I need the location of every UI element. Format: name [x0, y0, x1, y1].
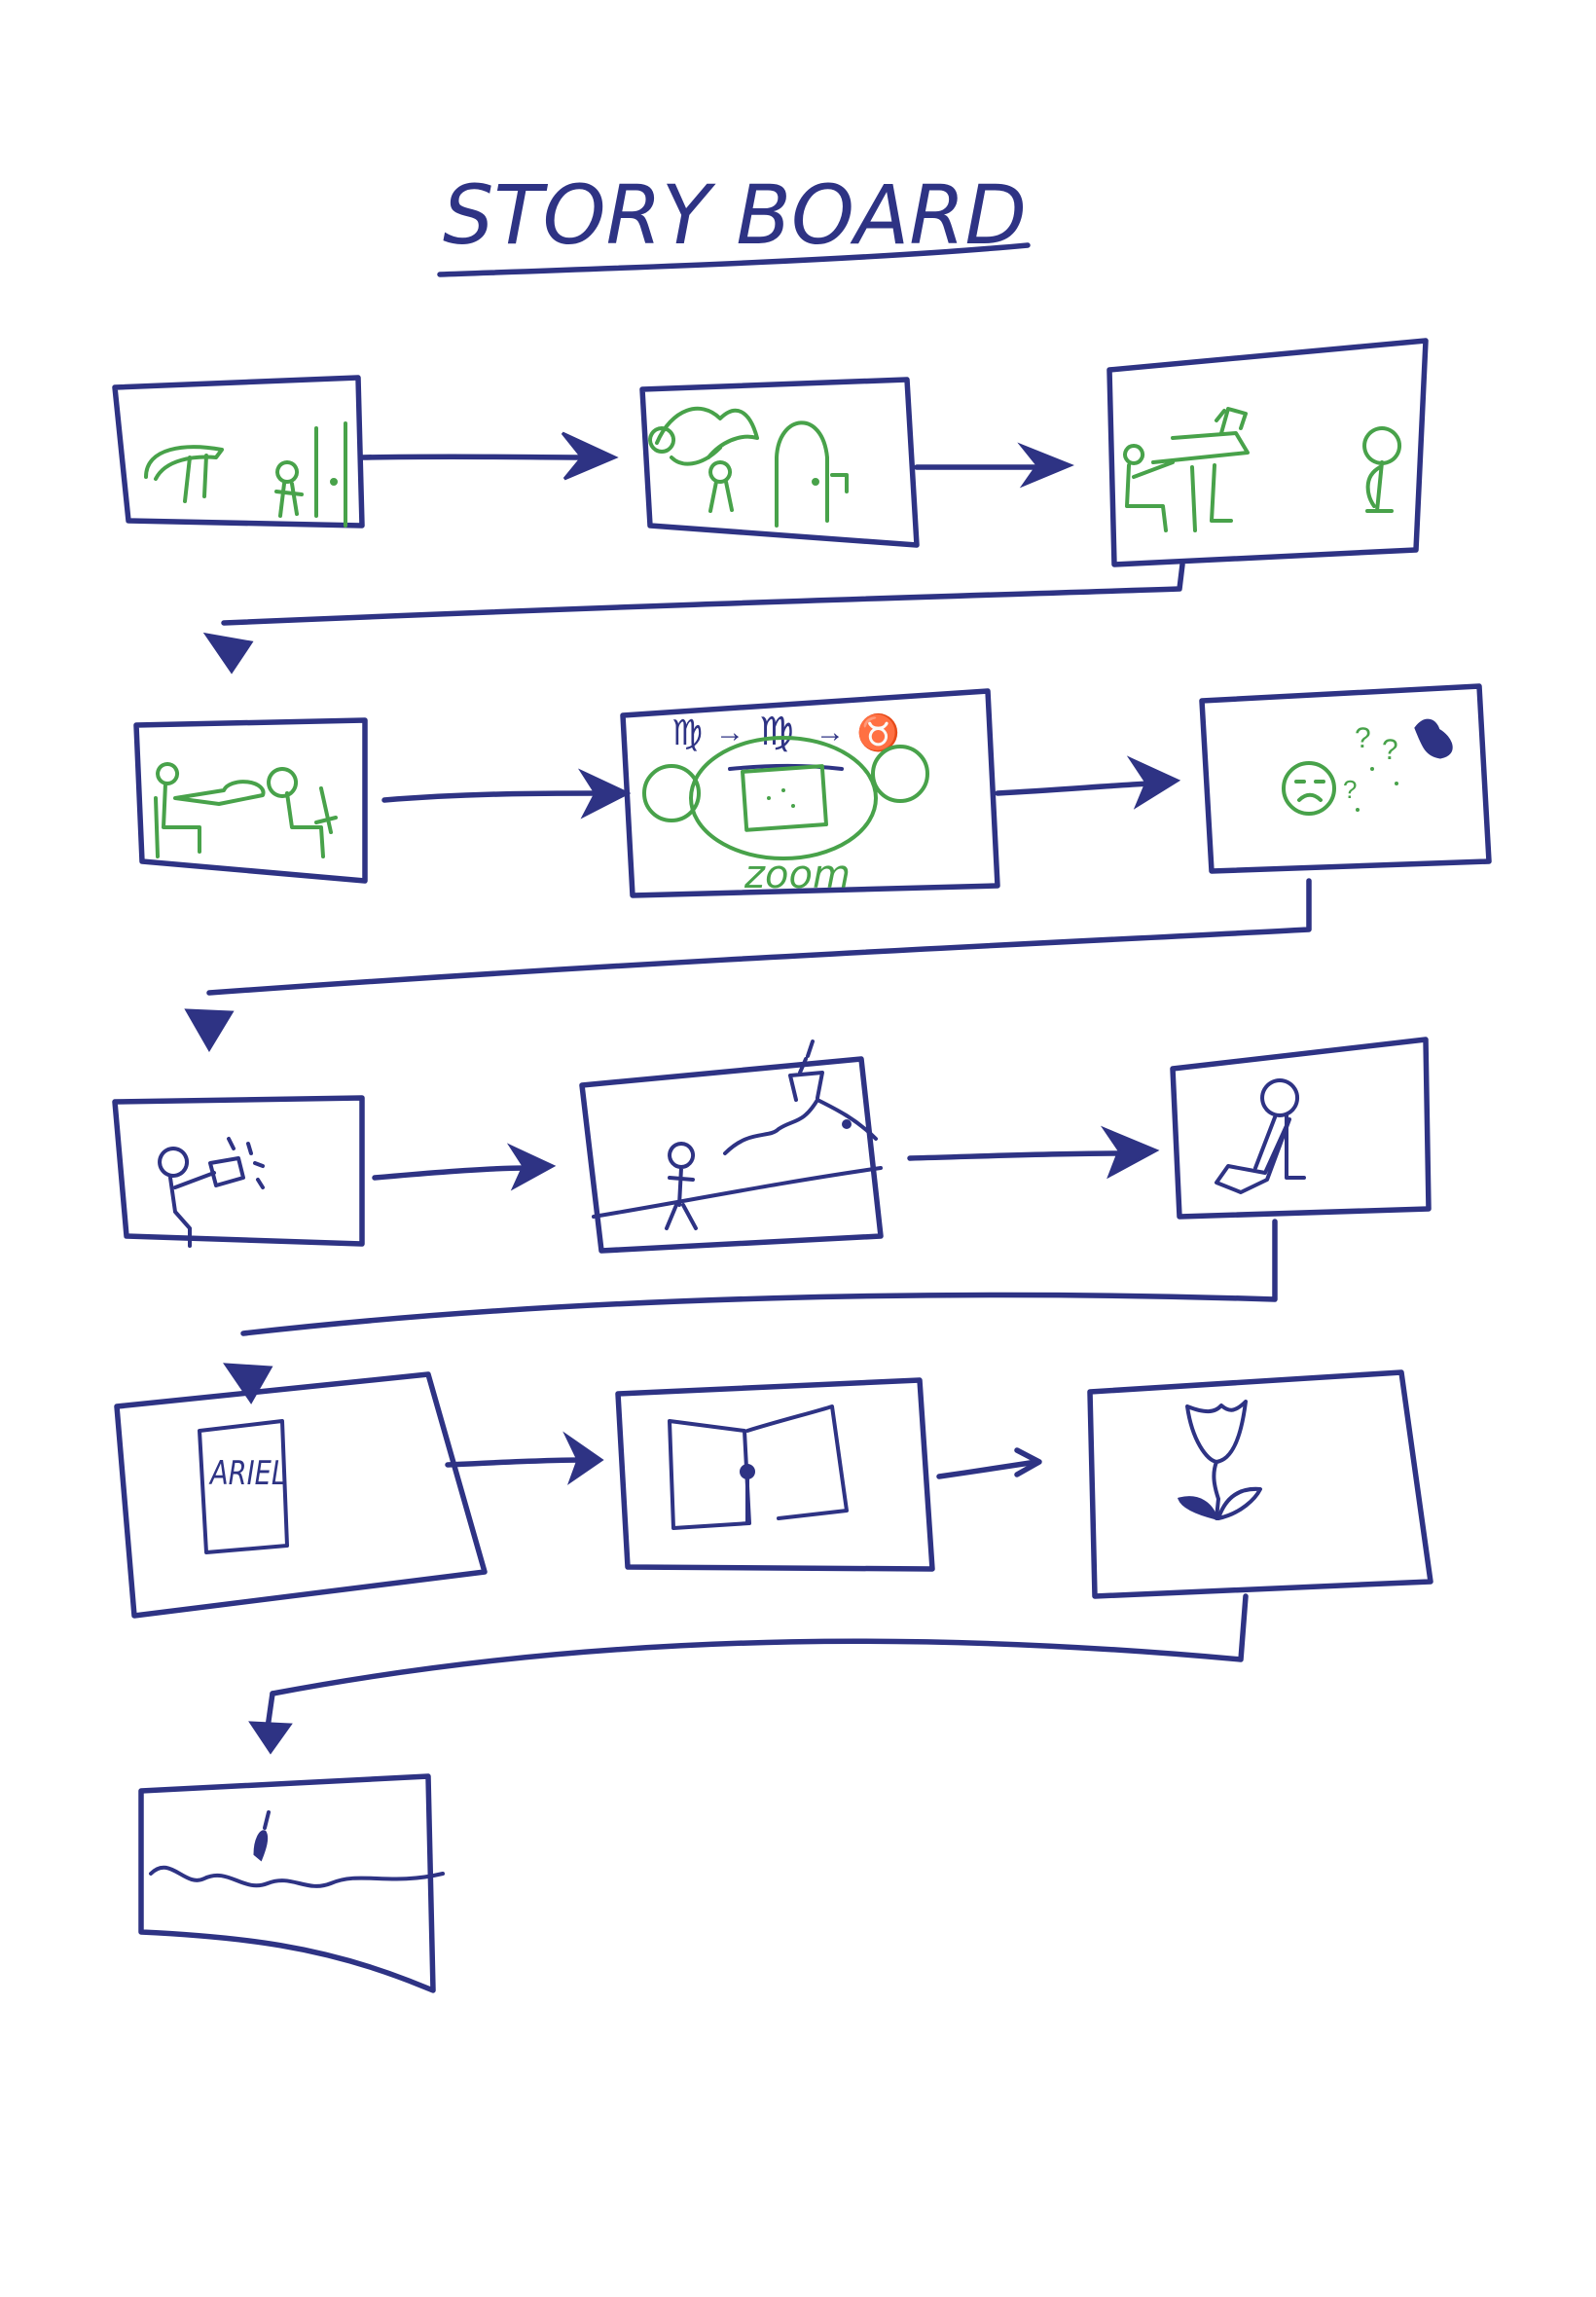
frame-border: [112, 375, 365, 529]
frame-10: ARIEL: [114, 1371, 488, 1619]
connector-12-to-13: [248, 1593, 1249, 1755]
frame-3: [1106, 338, 1429, 567]
connector-6-to-7: [184, 878, 1312, 1052]
frame-border: [1170, 1037, 1432, 1220]
sign-board-sketch: ARIEL: [198, 1419, 289, 1554]
frame-border: [114, 1371, 488, 1619]
frame-border: [138, 1773, 436, 1993]
frame-11: [615, 1377, 935, 1572]
zodiac-note-2: ♍: [759, 710, 794, 754]
person-with-camera-sketch: [158, 1137, 265, 1248]
question-mark-3: ?: [1343, 775, 1357, 804]
sign-text: ARIEL: [208, 1454, 286, 1493]
person-and-mountain-sketch: [592, 1039, 883, 1230]
question-mark-1: ?: [1355, 722, 1371, 754]
connector-9-to-10: [223, 1219, 1278, 1404]
arrow-8-to-9: [907, 1125, 1160, 1180]
arrow-7-to-8: [372, 1143, 557, 1191]
frame-border: [133, 717, 368, 884]
frame-border: [1087, 1369, 1433, 1599]
arrow-5-to-6: [995, 755, 1181, 810]
frame-12: [1087, 1369, 1433, 1599]
table-and-door-sketch: [144, 421, 347, 528]
page-title: STORY BOARD: [443, 167, 1027, 263]
connector-3-to-4: [202, 562, 1185, 675]
frame-border: [639, 377, 920, 548]
frame-6: ? ? ?: [1199, 683, 1492, 874]
person-with-broom-sketch: [1215, 1078, 1306, 1194]
person-in-water-sketch: [149, 1810, 445, 1888]
frame-9: [1170, 1037, 1432, 1220]
frame-5: ♍ → ♍ → ♉ zoom: [620, 688, 1000, 898]
zoom-caption: zoom: [744, 853, 851, 897]
frame-13: [138, 1773, 445, 1993]
confused-face-sketch: ? ? ?: [1282, 718, 1453, 816]
zoom-on-board-sketch: ♍ → ♍ → ♉ zoom: [642, 710, 929, 897]
open-book-sketch: [668, 1404, 849, 1530]
frame-border: [1199, 683, 1492, 874]
question-mark-2: ?: [1382, 734, 1398, 766]
zodiac-note-1: ♍: [671, 713, 703, 753]
flower-sketch: [1178, 1400, 1262, 1521]
arrow-10-to-11: [445, 1431, 604, 1485]
arrow-4-to-5: [381, 768, 632, 820]
frame-border: [620, 688, 1000, 898]
two-people-at-table-sketch: [154, 762, 338, 858]
frame-8: [579, 1039, 884, 1254]
arrow-2-to-3: [914, 442, 1074, 489]
frame-border: [579, 1056, 884, 1254]
frame-4: [133, 717, 368, 884]
arrow-1-to-2: [359, 431, 619, 481]
frame-7: [112, 1095, 365, 1248]
frame-border: [1106, 338, 1429, 567]
frame-1: [112, 375, 365, 529]
title-underline: [437, 242, 1031, 277]
frame-border: [112, 1095, 365, 1247]
frame-border: [615, 1377, 935, 1572]
title-group: STORY BOARD: [437, 167, 1031, 277]
frame-2: [639, 377, 920, 548]
character-and-arch-sketch: [648, 406, 849, 528]
seated-person-and-standing-person-sketch: [1123, 407, 1402, 532]
arrow-11-to-12: [936, 1447, 1042, 1479]
